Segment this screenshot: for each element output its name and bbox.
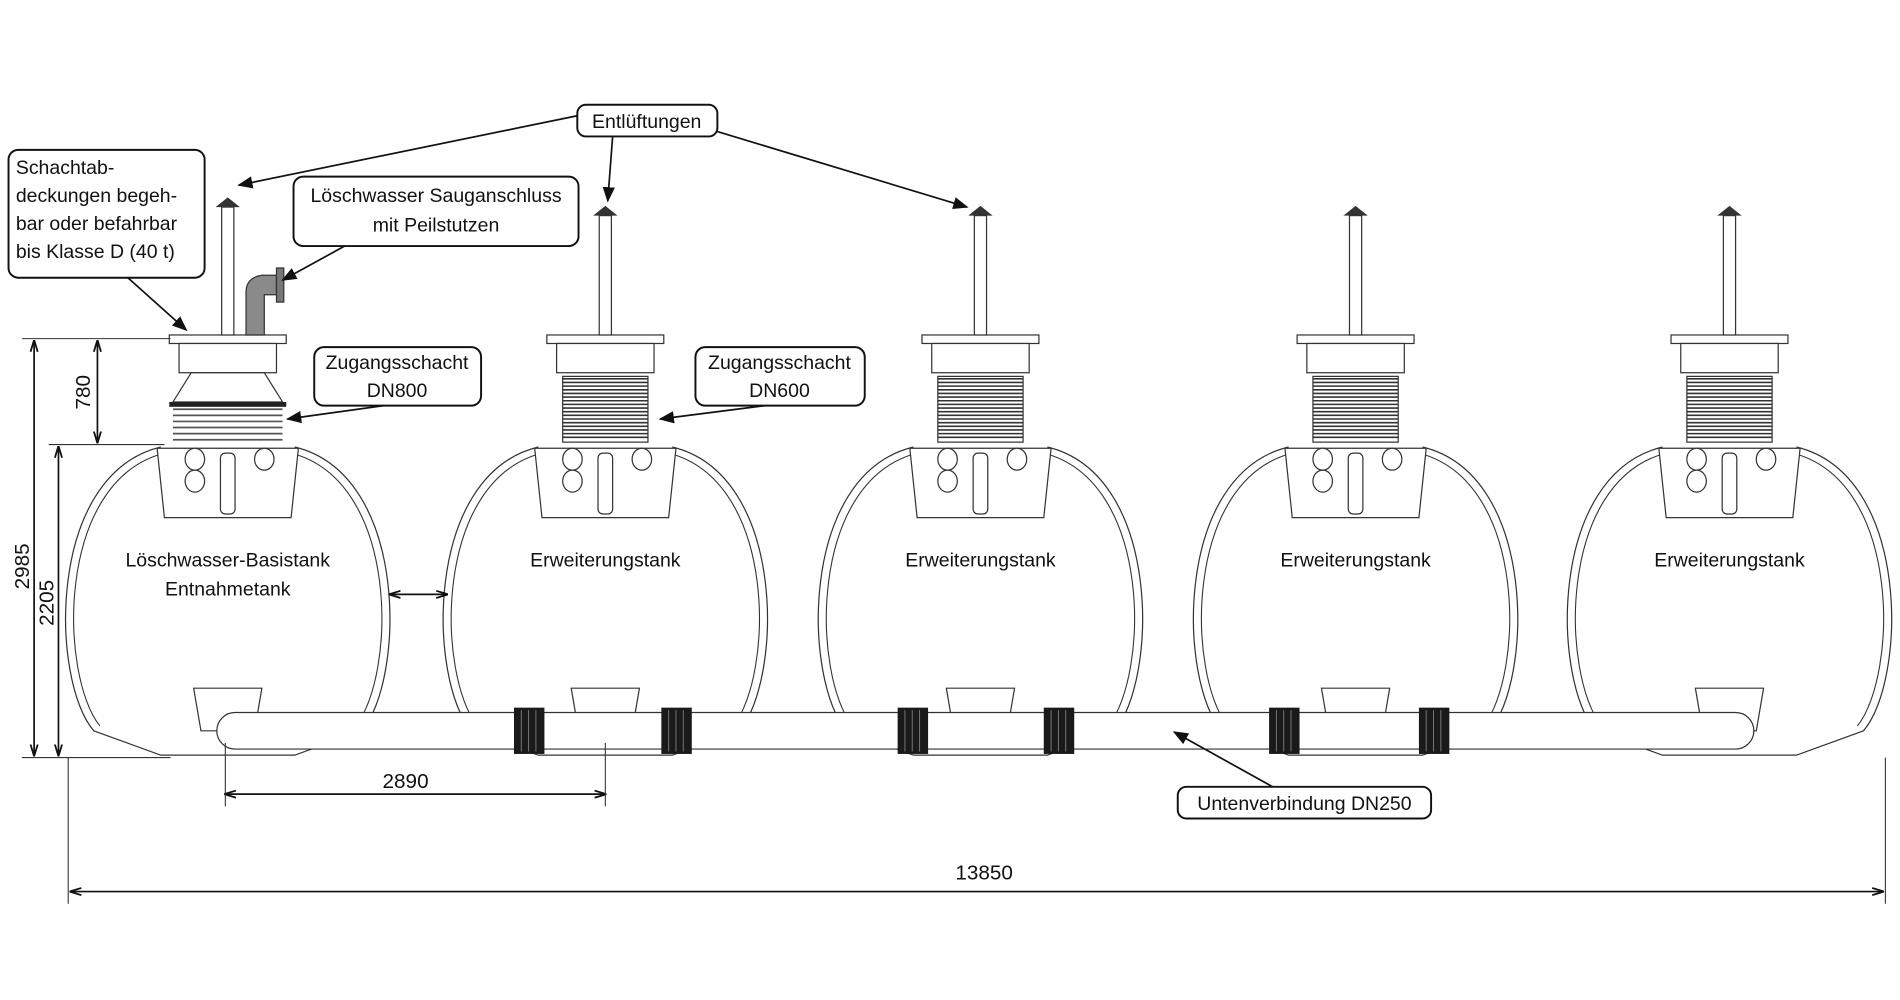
- tank-1: [65, 197, 391, 756]
- vent-cap-icon: [215, 197, 240, 208]
- dome-port-icon: [1686, 469, 1707, 493]
- dome-port-icon: [1006, 447, 1028, 471]
- callout-bottom-connection: Untenverbindung DN250: [1172, 731, 1433, 820]
- callout-covers: Schachtab- deckungen begeh- bar oder bef…: [7, 148, 206, 332]
- dome-port-icon: [937, 447, 958, 471]
- access-shaft: [1686, 375, 1773, 443]
- bottom-connection-pipe: [216, 707, 1755, 754]
- vent-pipe: [1348, 215, 1363, 336]
- access-shaft: [562, 375, 649, 443]
- tank-body: [817, 446, 1144, 756]
- dome-port-icon: [1312, 469, 1334, 493]
- tank-label: Löschwasser-Basistank: [125, 549, 330, 571]
- shaft-cover: [546, 334, 665, 345]
- tank-spacing-value: 2890: [383, 770, 429, 793]
- dome-port-icon: [184, 447, 206, 471]
- shaft-height-value: 780: [72, 375, 95, 410]
- tank-3: [817, 205, 1144, 756]
- shaft-cover: [921, 334, 1040, 345]
- tank-label: Erweiterungstank: [530, 549, 681, 571]
- access-shaft: [169, 372, 287, 441]
- suction-label-line-1: Löschwasser Sauganschluss: [310, 185, 561, 207]
- covers-label-line-4: bis Klasse D (40 t): [16, 241, 175, 263]
- vent-pipe: [598, 215, 613, 336]
- covers-label-line-1: Schachtab-: [16, 157, 115, 179]
- callout-suction: Löschwasser Sauganschluss mit Peilstutze…: [281, 175, 580, 281]
- shaft600-label-line-2: DN600: [749, 380, 810, 402]
- tanks-group: [65, 197, 1893, 756]
- dome-port-icon: [562, 447, 583, 471]
- covers-label-line-3: bar oder befahrbar: [16, 213, 178, 235]
- vent-cap-icon: [593, 205, 618, 216]
- tank-body: [65, 446, 391, 756]
- pipe-coupling: [661, 707, 692, 754]
- dimension-lines: 2985 780 2205 2890 13850: [11, 338, 1886, 904]
- tank-body: [1566, 446, 1893, 756]
- tank-body: [1192, 446, 1519, 756]
- tank-label: Entnahmetank: [165, 579, 291, 601]
- dome-port-icon: [1755, 447, 1777, 471]
- covers-label-line-2: deckungen begeh-: [16, 185, 177, 207]
- dome-port-icon: [1381, 447, 1403, 471]
- pipe-coupling: [1418, 707, 1450, 754]
- pipe-coupling: [897, 707, 929, 754]
- dome-port-icon: [1312, 447, 1334, 471]
- callout-shaft-dn800: Zugangsschacht DN800: [285, 346, 483, 424]
- shaft800-label-line-2: DN800: [367, 380, 428, 402]
- callout-shaft-dn600: Zugangsschacht DN600: [658, 346, 866, 424]
- tank-5: [1566, 205, 1893, 756]
- vents-label: Entlüftungen: [592, 111, 701, 133]
- tank-label: Erweiterungstank: [1280, 549, 1431, 571]
- shaft-cover: [1670, 334, 1789, 345]
- tank-2: [442, 205, 769, 756]
- vent-pipe: [221, 206, 235, 336]
- suction-connection: [245, 274, 278, 336]
- bottom-connection-label: Untenverbindung DN250: [1197, 793, 1411, 815]
- vent-pipe: [973, 215, 988, 336]
- vent-cap-icon: [968, 205, 993, 216]
- pipe-coupling: [1043, 707, 1075, 754]
- dome-port-icon: [1686, 447, 1707, 471]
- vent-cap-icon: [1343, 205, 1368, 216]
- tank-height-value: 2205: [36, 580, 59, 626]
- tank-4: [1192, 205, 1519, 756]
- callout-vents: Entlüftungen: [237, 103, 969, 209]
- dome-port-icon: [253, 447, 275, 471]
- shaft-cover: [168, 334, 287, 345]
- shaft-cover: [1296, 334, 1415, 345]
- vent-cap-icon: [1717, 205, 1742, 216]
- tank-label: Erweiterungstank: [1654, 549, 1805, 571]
- shaft800-label-line-1: Zugangsschacht: [326, 352, 469, 374]
- dome-port-icon: [937, 469, 958, 493]
- access-shaft: [1312, 375, 1399, 443]
- dome-port-icon: [562, 469, 583, 493]
- dome-port-icon: [631, 447, 653, 471]
- shaft600-label-line-1: Zugangsschacht: [708, 352, 851, 374]
- dome-port-icon: [184, 469, 206, 493]
- total-length-value: 13850: [955, 861, 1013, 884]
- total-height-value: 2985: [11, 543, 34, 589]
- pipe-coupling: [1269, 707, 1300, 754]
- tank-label: Erweiterungstank: [905, 549, 1056, 571]
- vent-pipe: [1722, 215, 1737, 336]
- suction-label-line-2: mit Peilstutzen: [373, 214, 500, 236]
- pipe-coupling: [513, 707, 545, 754]
- access-shaft: [937, 375, 1024, 443]
